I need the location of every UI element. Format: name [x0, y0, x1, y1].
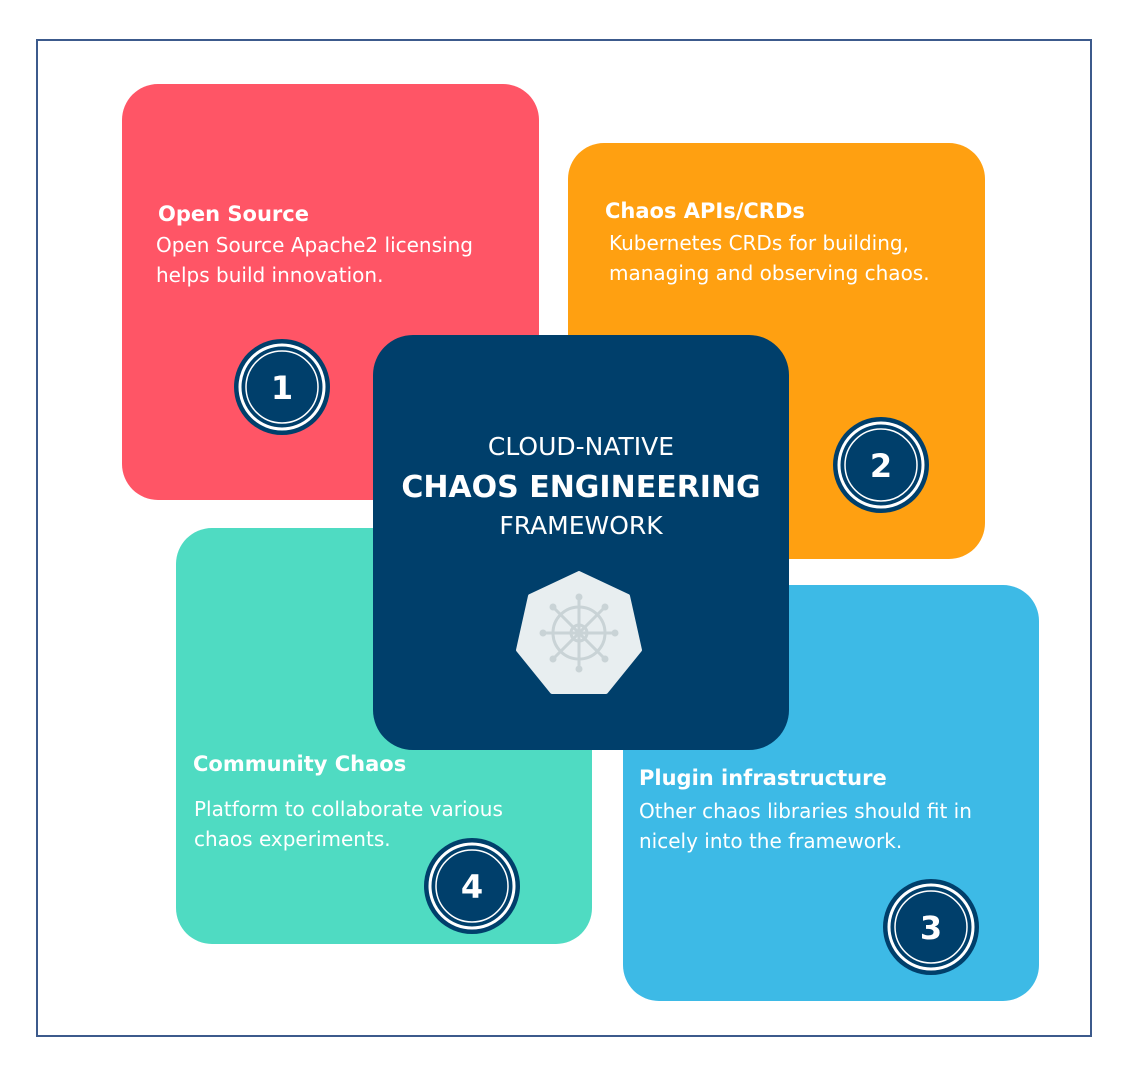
- card-desc-line1: Kubernetes CRDs for building,: [609, 231, 909, 255]
- center-line-3: FRAMEWORK: [499, 511, 663, 540]
- center-heading: CHAOS ENGINEERING: [401, 470, 761, 505]
- card-title: Plugin infrastructure: [639, 766, 887, 790]
- number-badge-1: 1: [234, 339, 330, 435]
- card-title: Open Source: [158, 202, 309, 226]
- number-badge-3: 3: [883, 879, 979, 975]
- card-desc-line2: helps build innovation.: [156, 263, 384, 287]
- number-badge-2: 2: [833, 417, 929, 513]
- card-desc-line2: nicely into the framework.: [639, 829, 903, 853]
- card-title: Community Chaos: [193, 752, 407, 776]
- kubernetes-helm-wheel-icon: [516, 571, 642, 695]
- number-badge-4: 4: [424, 838, 520, 934]
- card-title: Chaos APIs/CRDs: [605, 199, 805, 223]
- card-desc-line1: Other chaos libraries should fit in: [639, 799, 972, 823]
- card-desc-line2: managing and observing chaos.: [609, 261, 930, 285]
- badge-number: 1: [271, 369, 293, 407]
- card-desc-line1: Open Source Apache2 licensing: [156, 233, 473, 257]
- card-desc-line2: chaos experiments.: [194, 827, 391, 851]
- badge-number: 3: [920, 909, 942, 947]
- badge-number: 4: [461, 868, 483, 906]
- badge-number: 2: [870, 447, 892, 485]
- center-line-1: CLOUD-NATIVE: [487, 432, 675, 461]
- center-panel: CLOUD-NATIVE CHAOS ENGINEERING FRAMEWORK: [373, 335, 789, 750]
- card-open-source: Open Source Open Source Apache2 licensin…: [122, 84, 539, 500]
- card-desc-line1: Platform to collaborate various: [194, 797, 503, 821]
